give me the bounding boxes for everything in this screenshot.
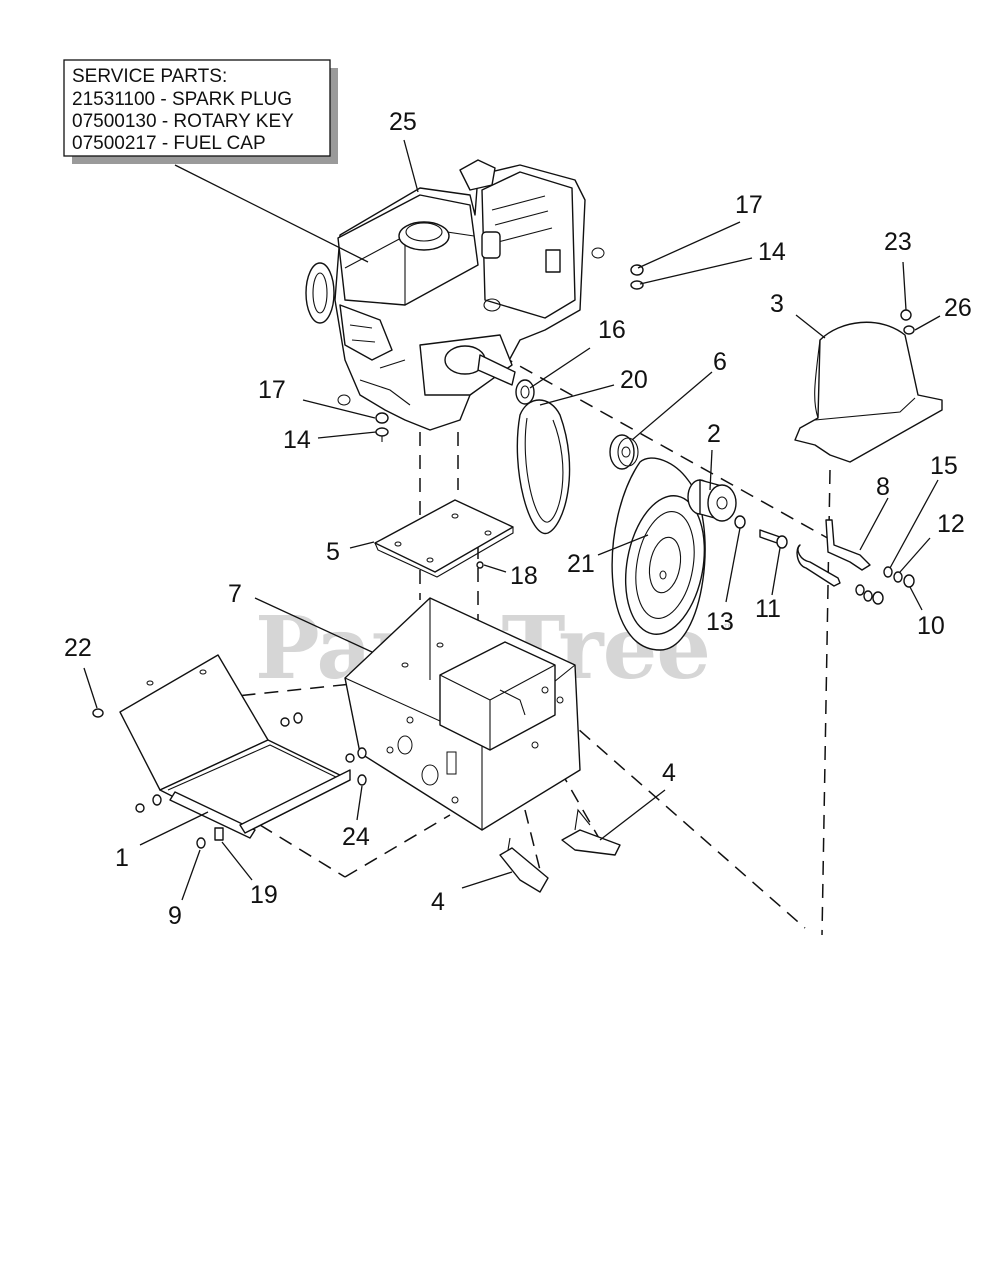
bolt-part-11: [759, 529, 788, 549]
callout-17-lower: 17: [258, 376, 286, 404]
callout-13: 13: [706, 608, 734, 636]
bracket-part-8: [796, 519, 871, 587]
callout-23: 23: [884, 228, 912, 256]
belt-pulley-part-21: [611, 457, 706, 651]
callout-4-upper: 4: [662, 759, 676, 787]
service-parts-title: SERVICE PARTS:: [72, 66, 227, 87]
callout-17-upper: 17: [735, 191, 763, 219]
service-part-rotary-key: 07500130 - ROTARY KEY: [72, 111, 294, 132]
callout-19: 19: [250, 881, 278, 909]
callout-6: 6: [713, 348, 727, 376]
hardware-17-14-left: [375, 412, 389, 442]
callout-18: 18: [510, 562, 538, 590]
callout-7: 7: [228, 580, 242, 608]
callout-20: 20: [620, 366, 648, 394]
belt-cover-part-3: [794, 321, 943, 463]
callout-1: 1: [115, 844, 129, 872]
callout-2: 2: [707, 420, 721, 448]
callout-9: 9: [168, 902, 182, 930]
service-part-spark-plug: 21531100 - SPARK PLUG: [72, 89, 292, 110]
callout-5: 5: [326, 538, 340, 566]
skid-part-4-upper: [561, 808, 621, 856]
bottom-cover-part-1: [119, 654, 351, 839]
callout-16: 16: [598, 316, 626, 344]
callout-10: 10: [917, 612, 945, 640]
alignment-lines: [149, 354, 841, 936]
callout-11: 11: [755, 595, 781, 623]
callout-4-lower: 4: [431, 888, 445, 916]
callout-12: 12: [937, 510, 965, 538]
service-parts-box: SERVICE PARTS: 21531100 - SPARK PLUG 075…: [63, 59, 338, 164]
spacer-part-16: [515, 379, 535, 405]
watermark-tm: ™: [722, 622, 736, 638]
callout-26: 26: [944, 294, 972, 322]
hardware-17-14-right: [630, 264, 644, 290]
callout-14-lower: 14: [283, 426, 311, 454]
hardware-15-12-10: [855, 566, 915, 605]
callout-14-upper: 14: [758, 238, 786, 266]
hardware-23-26: [900, 309, 915, 335]
washer-part-13: [734, 515, 746, 529]
belt-part-20: [516, 399, 571, 534]
service-part-fuel-cap: 07500217 - FUEL CAP: [72, 133, 266, 154]
plate-part-5: [374, 499, 514, 578]
callout-25: 25: [389, 108, 417, 136]
cover-hardware: [92, 708, 367, 849]
engine-part-25: [305, 159, 605, 431]
callout-24: 24: [342, 823, 370, 851]
callout-3: 3: [770, 290, 784, 318]
callout-8: 8: [876, 473, 890, 501]
callout-21: 21: [567, 550, 595, 578]
leader-lines: [83, 139, 941, 901]
callout-labels: 25 17 14 23 3 26 16 6 20 17 14 2 15 8 12…: [64, 108, 972, 930]
washer-part-18: [476, 561, 484, 569]
pulley-part-6: [609, 434, 639, 470]
skid-part-4-lower: [499, 837, 549, 893]
pulley-part-2: [687, 479, 737, 522]
frame-part-7: [344, 597, 581, 831]
callout-22: 22: [64, 634, 92, 662]
callout-15: 15: [930, 452, 958, 480]
